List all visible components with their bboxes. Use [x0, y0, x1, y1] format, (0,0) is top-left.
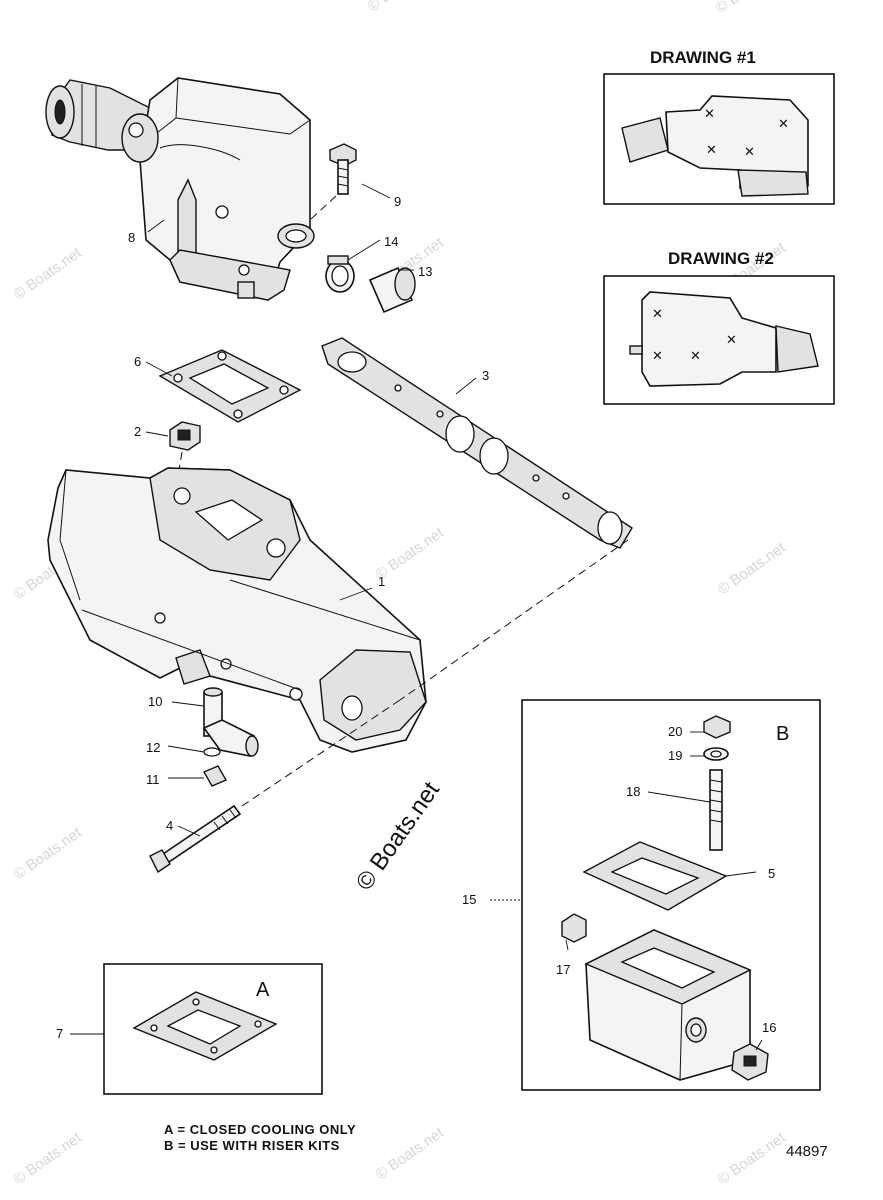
box-a-letter: A [256, 979, 270, 1001]
callout-2: 2 [134, 424, 141, 439]
svg-text:✕: ✕ [706, 142, 717, 157]
callout-14: 14 [384, 234, 398, 249]
callout-16: 16 [762, 1020, 776, 1035]
watermark: © Boats.net [11, 824, 86, 883]
part-12-o-ring [203, 747, 221, 757]
part-8-exhaust-elbow [45, 77, 315, 301]
drawing-1-label: DRAWING #1 [650, 48, 756, 67]
part-11-fitting [203, 765, 227, 787]
svg-text:✕: ✕ [744, 144, 755, 159]
leader-lines [70, 183, 763, 1051]
callout-13: 13 [418, 264, 432, 279]
note-b: B = USE WITH RISER KITS [164, 1138, 340, 1153]
callout-12: 12 [146, 740, 160, 755]
callout-5: 5 [768, 866, 775, 881]
box-a-closed-cooling [103, 963, 323, 1095]
svg-text:✕: ✕ [652, 306, 663, 321]
callout-3: 3 [482, 368, 489, 383]
svg-text:✕: ✕ [726, 332, 737, 347]
callout-4: 4 [166, 818, 173, 833]
note-a: A = CLOSED COOLING ONLY [164, 1122, 356, 1137]
callout-7: 7 [56, 1026, 63, 1041]
callout-11: 11 [146, 772, 160, 787]
drawing-2-elbow-sketch: ✕ ✕ ✕ ✕ [629, 291, 819, 387]
part-6-riser-gasket [158, 349, 302, 423]
part-13-hose [368, 266, 416, 314]
callout-20: 20 [668, 724, 682, 739]
watermark: © Boats.net [715, 539, 790, 598]
callout-8: 8 [128, 230, 135, 245]
watermark: © Boats.net [715, 1129, 790, 1188]
part-9-bolt [309, 143, 357, 221]
watermark: © Boats.net [11, 244, 86, 303]
svg-text:✕: ✕ [704, 106, 715, 121]
watermark: © Boats.net [713, 0, 788, 17]
drawing-2-label: DRAWING #2 [668, 249, 774, 268]
callout-6: 6 [134, 354, 141, 369]
part-3-manifold-gasket [321, 337, 633, 549]
part-1-exhaust-manifold [47, 467, 427, 753]
box-b-letter: B [776, 723, 789, 745]
watermark: © Boats.net [11, 1129, 86, 1188]
part-14-hose-clamp [325, 255, 355, 293]
part-4-stud-bolt [149, 699, 401, 874]
callout-17: 17 [556, 962, 570, 977]
callout-15: 15 [462, 892, 476, 907]
watermark: © Boats.net [351, 777, 445, 896]
callout-9: 9 [394, 194, 401, 209]
alignment-line [399, 539, 629, 701]
diagram-number: 44897 [786, 1143, 828, 1160]
callout-19: 19 [668, 748, 682, 763]
watermark: © Boats.net [365, 0, 440, 15]
callout-1: 1 [378, 574, 385, 589]
svg-text:✕: ✕ [690, 348, 701, 363]
drawing-1-elbow-sketch: ✕ ✕ ✕ ✕ [621, 95, 809, 197]
svg-text:✕: ✕ [778, 116, 789, 131]
watermark: © Boats.net [373, 1124, 448, 1183]
callout-10: 10 [148, 694, 162, 709]
svg-text:✕: ✕ [652, 348, 663, 363]
part-17-fitting [561, 913, 587, 943]
drawing-1-panel: ✕ ✕ ✕ ✕ [603, 73, 835, 205]
callout-18: 18 [626, 784, 640, 799]
box-b-riser-kit [521, 699, 821, 1091]
drawing-2-panel: ✕ ✕ ✕ ✕ [603, 275, 835, 405]
part-10-elbow-fitting [202, 687, 259, 757]
